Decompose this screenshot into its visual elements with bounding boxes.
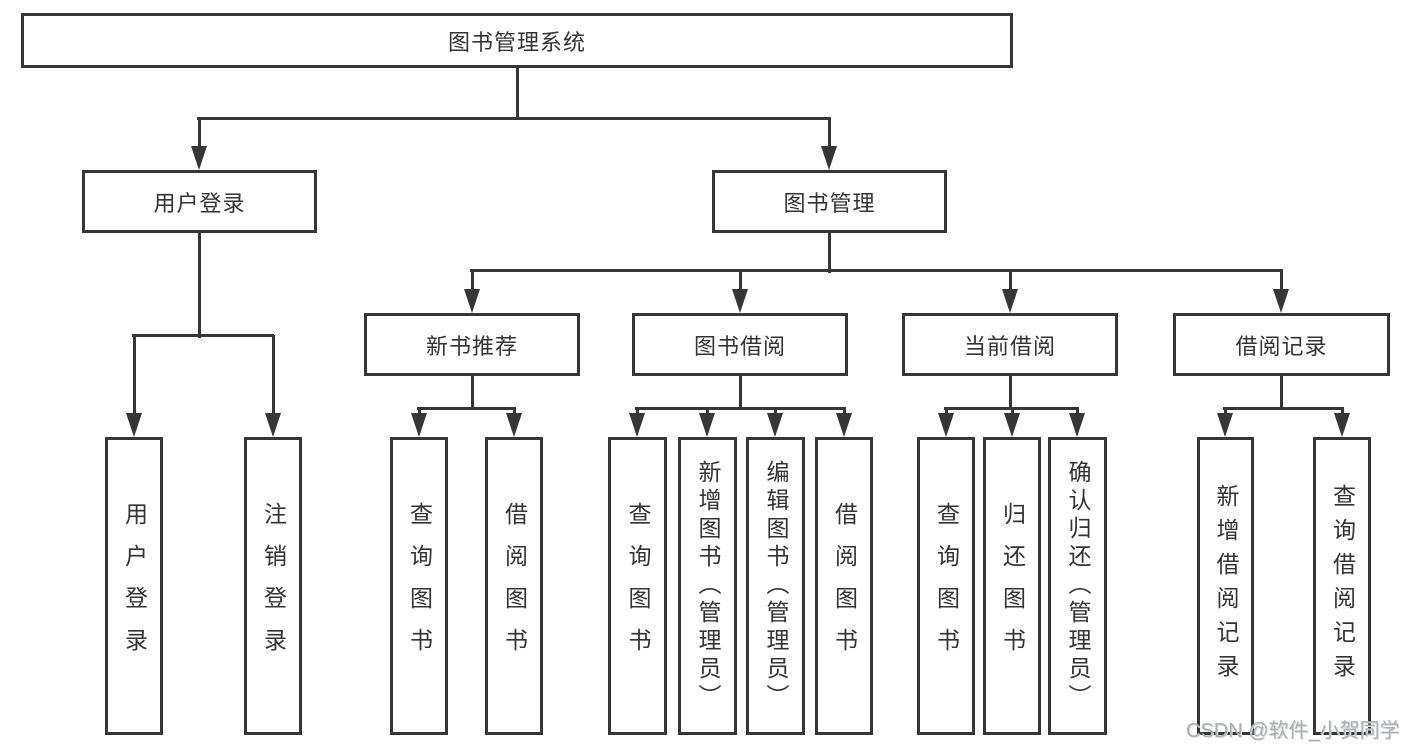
- leaf-label: 编辑图书（管理员）: [763, 460, 789, 712]
- leaf-add-book-admin: 新增图书（管理员）: [678, 437, 737, 735]
- leaf-add-borrow-record: 新增借阅记录: [1197, 437, 1254, 735]
- leaf-label: 用户登录: [121, 502, 148, 670]
- connector-line: [470, 270, 474, 293]
- arrowhead-down-icon: [629, 413, 645, 437]
- connector-line: [842, 408, 846, 417]
- node-label: 用户登录: [153, 190, 246, 216]
- leaf-logout: 注销登录: [244, 437, 302, 735]
- connector-bus: [197, 116, 831, 120]
- arrowhead-down-icon: [464, 289, 480, 313]
- connector-line: [271, 335, 275, 417]
- leaf-query-books-recommend: 查询图书: [390, 437, 448, 735]
- connector-bus: [1223, 406, 1344, 410]
- leaf-label: 新增借阅记录: [1213, 484, 1239, 688]
- arrowhead-down-icon: [1069, 413, 1085, 437]
- leaf-label: 新增图书（管理员）: [695, 460, 721, 712]
- leaf-label: 归还图书: [999, 502, 1026, 670]
- arrowhead-down-icon: [1273, 289, 1289, 313]
- node-borrowing-records: 借阅记录: [1173, 313, 1390, 376]
- leaf-user-login: 用户登录: [105, 437, 163, 735]
- node-label: 当前借阅: [963, 333, 1056, 359]
- connector-line: [1010, 408, 1014, 417]
- connector-line: [1008, 374, 1012, 410]
- connector-line: [470, 374, 474, 410]
- arrowhead-down-icon: [732, 289, 748, 313]
- leaf-query-books-current: 查询图书: [917, 437, 975, 735]
- arrowhead-down-icon: [191, 146, 207, 170]
- connector-line: [827, 118, 831, 150]
- leaf-borrow-books-borrowing: 借阅图书: [815, 437, 873, 735]
- connector-line: [1008, 270, 1012, 293]
- connector-line: [705, 408, 709, 417]
- arrowhead-down-icon: [836, 413, 852, 437]
- arrowhead-down-icon: [1002, 289, 1018, 313]
- connector-line: [1075, 408, 1079, 417]
- connector-line: [773, 408, 777, 417]
- leaf-label: 查询借阅记录: [1329, 484, 1356, 688]
- leaf-query-borrow-record: 查询借阅记录: [1313, 437, 1371, 735]
- arrowhead-down-icon: [767, 413, 783, 437]
- connector-line: [515, 66, 519, 120]
- connector-line: [1223, 408, 1227, 417]
- node-label: 图书管理: [783, 190, 876, 216]
- connector-line: [635, 408, 639, 417]
- node-label: 新书推荐: [425, 333, 518, 359]
- arrowhead-down-icon: [126, 413, 142, 437]
- connector-line: [197, 231, 201, 338]
- arrowhead-down-icon: [699, 413, 715, 437]
- node-label: 图书借阅: [693, 333, 786, 359]
- node-label: 图书管理系统: [447, 29, 586, 55]
- connector-bus: [132, 333, 274, 337]
- connector-bus: [635, 406, 846, 410]
- leaf-borrow-books-recommend: 借阅图书: [485, 437, 543, 735]
- csdn-watermark: CSDN @软件_小贺同学: [1186, 720, 1400, 742]
- leaf-label: 查询图书: [933, 502, 960, 670]
- arrowhead-down-icon: [265, 413, 281, 437]
- leaf-label: 查询图书: [406, 502, 433, 670]
- arrowhead-down-icon: [1334, 413, 1350, 437]
- arrowhead-down-icon: [821, 146, 837, 170]
- leaf-return-book: 归还图书: [983, 437, 1041, 735]
- connector-line: [197, 118, 201, 150]
- connector-line: [417, 408, 421, 417]
- leaf-label: 查询图书: [625, 502, 651, 670]
- node-current-borrowing: 当前借阅: [902, 313, 1118, 376]
- leaf-edit-book-admin: 编辑图书（管理员）: [746, 437, 805, 735]
- arrowhead-down-icon: [506, 413, 522, 437]
- connector-bus: [470, 268, 1283, 272]
- arrowhead-down-icon: [411, 413, 427, 437]
- connector-line: [738, 374, 742, 410]
- arrowhead-down-icon: [1004, 413, 1020, 437]
- leaf-label: 借阅图书: [501, 502, 528, 670]
- connector-line: [512, 408, 516, 417]
- connector-line: [1340, 408, 1344, 417]
- leaf-label: 借阅图书: [831, 502, 858, 670]
- leaf-confirm-return-admin: 确认归还（管理员）: [1048, 437, 1107, 735]
- connector-line: [827, 231, 831, 273]
- arrowhead-down-icon: [1217, 413, 1233, 437]
- connector-line: [1279, 270, 1283, 293]
- node-book-management: 图书管理: [712, 170, 947, 233]
- leaf-query-books-borrowing: 查询图书: [608, 437, 667, 735]
- node-book-borrowing: 图书借阅: [632, 313, 848, 376]
- arrowhead-down-icon: [938, 413, 954, 437]
- node-library-management-system: 图书管理系统: [21, 13, 1013, 68]
- node-label: 借阅记录: [1235, 333, 1328, 359]
- node-user-login: 用户登录: [82, 170, 317, 233]
- connector-line: [132, 335, 136, 417]
- connector-bus: [417, 406, 516, 410]
- connector-line: [738, 270, 742, 293]
- connector-line: [944, 408, 948, 417]
- leaf-label: 注销登录: [260, 502, 287, 670]
- connector-line: [1279, 374, 1283, 410]
- node-new-book-recommendation: 新书推荐: [364, 313, 580, 376]
- leaf-label: 确认归还（管理员）: [1065, 460, 1091, 712]
